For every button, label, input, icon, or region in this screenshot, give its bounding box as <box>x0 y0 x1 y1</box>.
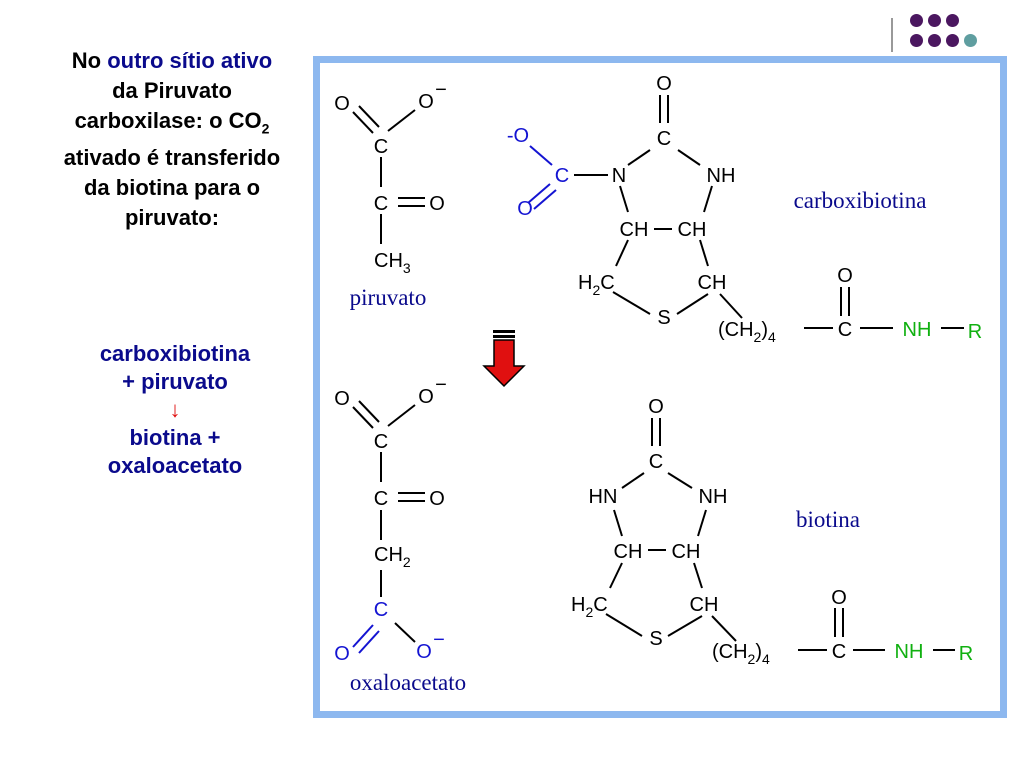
oxa-new-minus-charge: − <box>433 629 445 651</box>
cb-n-atom: N <box>612 165 626 187</box>
cb-urea-c-atom: C <box>657 128 671 150</box>
intro-line-2: da Piruvato <box>112 78 232 103</box>
intro-line-6: piruvato: <box>124 205 220 231</box>
cb-amide-nh-atom: NH <box>903 319 932 341</box>
cb-carbonyl-o-atom: O <box>656 73 672 95</box>
bt-amide-nh-atom: NH <box>895 641 924 663</box>
reaction-arrow-icon <box>482 330 526 388</box>
oxa-c2-atom: C <box>374 488 388 510</box>
bt-amide-o-atom: O <box>831 587 847 609</box>
intro-co2-sub: 2 <box>261 120 270 137</box>
cb-ch-right-atom: CH <box>678 219 707 241</box>
bt-carbonyl-o-atom: O <box>648 396 664 418</box>
dot-icon <box>910 34 923 47</box>
pyr-minus-charge: − <box>435 79 447 101</box>
cb-amide-c-atom: C <box>838 319 852 341</box>
dot-icon <box>910 14 923 27</box>
oxa-o-atom: O <box>334 388 350 410</box>
label-oxaloacetato: oxaloacetato <box>350 670 466 695</box>
dot-icon <box>946 34 959 47</box>
cb-s-atom: S <box>657 307 670 329</box>
cb-chain-atoms: (CH2)4 <box>718 319 776 345</box>
intro-line-1a: No <box>71 48 108 73</box>
oxa-keto-o-atom: O <box>429 488 445 510</box>
intro-line-3: carboxilase: o CO <box>74 108 262 133</box>
bt-urea-c-atom: C <box>649 451 663 473</box>
intro-highlight: outro sítio ativo <box>107 48 273 73</box>
label-piruvato: piruvato <box>350 285 427 310</box>
dot-icon <box>928 14 941 27</box>
cb-amide-o-atom: O <box>837 265 853 287</box>
equation-line-1: carboxibiotina <box>99 341 251 366</box>
cb-h2c-atom: H2C <box>578 272 615 298</box>
cb-ch-lower-atom: CH <box>698 272 727 294</box>
oxa-new-ominus-atom: O <box>416 641 432 663</box>
diagram-frame <box>313 56 1007 718</box>
equation-line-2: + piruvato <box>122 369 228 394</box>
cb-ch-left-atom: CH <box>620 219 649 241</box>
cb-carboxyl-o-atom: O <box>517 198 533 220</box>
pyr-c2-atom: C <box>374 193 388 215</box>
bt-ch-right-atom: CH <box>672 541 701 563</box>
dot-icon <box>928 34 941 47</box>
oxa-new-c-atom: C <box>374 599 388 621</box>
bt-r-group-atom: R <box>959 643 973 665</box>
dot-icon <box>964 34 977 47</box>
equation-line-4: oxaloacetato <box>107 453 243 478</box>
decorative-divider <box>891 18 893 52</box>
bt-nh-atom: NH <box>699 486 728 508</box>
equation-arrow-icon: ↓ <box>169 397 181 422</box>
bt-hn-atom: HN <box>589 486 618 508</box>
pyr-c1-atom: C <box>374 136 388 158</box>
oxa-ominus-atom: O <box>418 386 434 408</box>
intro-text: No outro sítio ativo da Piruvato carboxi… <box>22 46 322 233</box>
cb-nh-atom: NH <box>707 165 736 187</box>
oxa-new-o-atom: O <box>334 643 350 665</box>
cb-r-group-atom: R <box>968 321 982 343</box>
dot-icon <box>946 14 959 27</box>
intro-line-4: ativado é transferido <box>63 145 281 171</box>
pyr-o-atom: O <box>334 93 350 115</box>
label-carboxibiotina: carboxibiotina <box>794 188 927 213</box>
intro-line-5: da biotina para o <box>83 175 261 201</box>
cb-minus-o-atom: -O <box>507 125 529 147</box>
bt-amide-c-atom: C <box>832 641 846 663</box>
pyr-ominus-atom: O <box>418 91 434 113</box>
oxa-minus-charge: − <box>435 374 447 396</box>
reaction-equation: carboxibiotina + piruvato ↓ biotina + ox… <box>60 340 290 480</box>
label-biotina: biotina <box>796 507 860 532</box>
cb-carboxyl-c-atom: C <box>555 165 569 187</box>
bt-ch-left-atom: CH <box>614 541 643 563</box>
bt-ch-lower-atom: CH <box>690 594 719 616</box>
bt-chain-atoms: (CH2)4 <box>712 641 770 667</box>
equation-line-3: biotina + <box>129 425 221 450</box>
oxa-ch2-atom: CH2 <box>374 544 411 570</box>
oxa-c1-atom: C <box>374 431 388 453</box>
bt-s-atom: S <box>649 628 662 650</box>
pyr-ch3-atom: CH3 <box>374 250 411 276</box>
bt-h2c-atom: H2C <box>571 594 608 620</box>
pyr-keto-o-atom: O <box>429 193 445 215</box>
